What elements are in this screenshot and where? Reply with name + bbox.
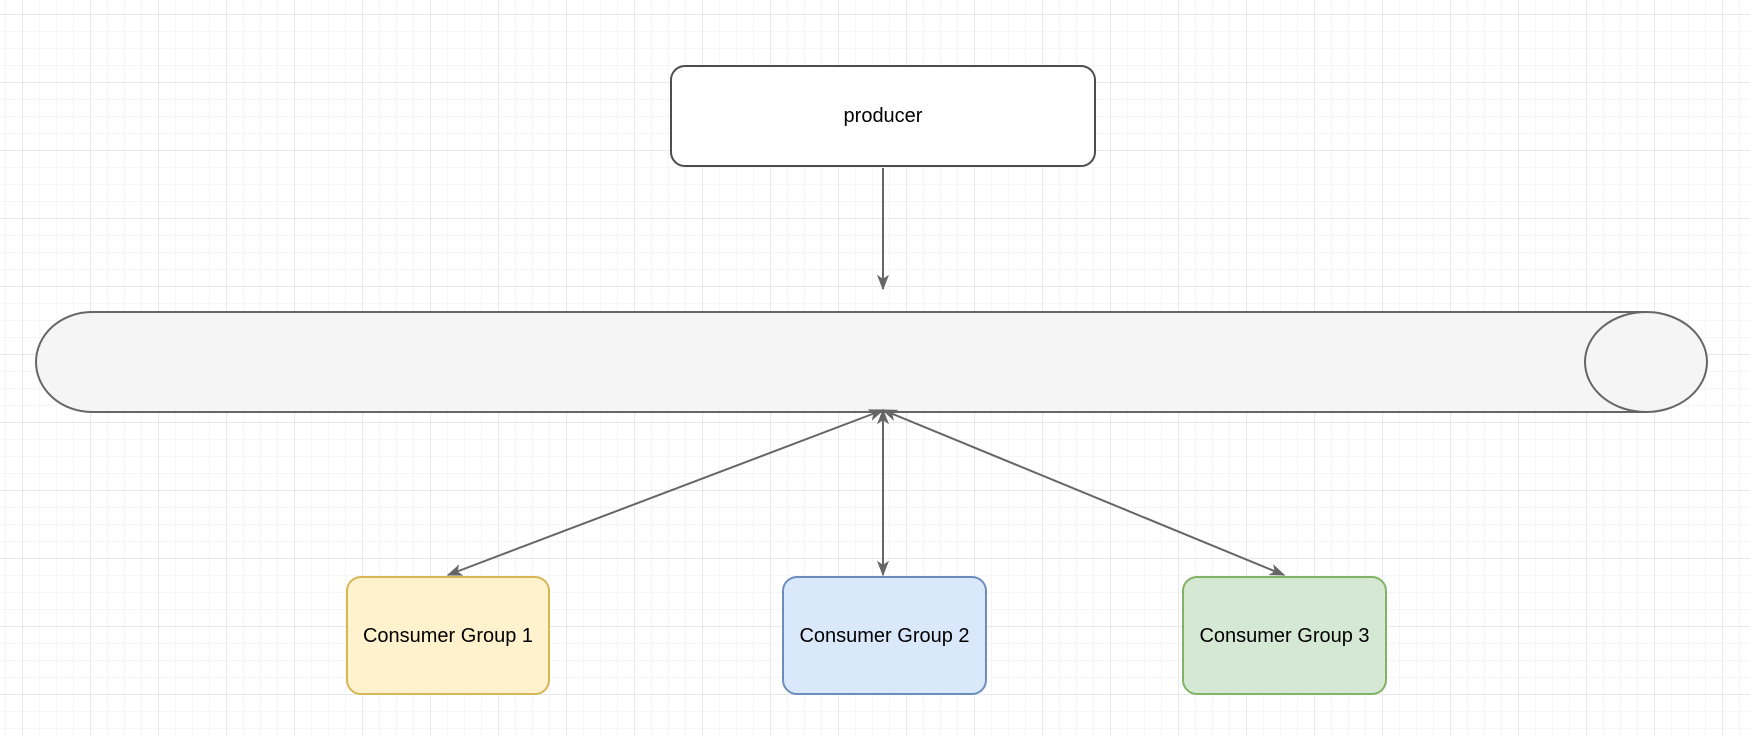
node-producer-label: producer xyxy=(843,105,923,127)
node-consumer-group-2-label: Consumer Group 2 xyxy=(799,624,970,647)
node-consumer-group-1[interactable]: Consumer Group 1 xyxy=(346,576,550,695)
edge-topic-to-consumer-group-1[interactable] xyxy=(448,409,883,576)
node-consumer-group-2[interactable]: Consumer Group 2 xyxy=(782,576,987,695)
node-consumer-group-3-label: Consumer Group 3 xyxy=(1199,624,1370,647)
node-consumer-group-3[interactable]: Consumer Group 3 xyxy=(1182,576,1387,695)
node-topic-cylinder[interactable] xyxy=(35,311,1708,413)
node-consumer-group-1-label: Consumer Group 1 xyxy=(362,624,534,647)
edge-topic-to-consumer-group-3[interactable] xyxy=(883,409,1284,576)
node-producer[interactable]: producer xyxy=(670,65,1096,167)
topic-cylinder-end-cap[interactable] xyxy=(1584,311,1708,413)
topic-cylinder-body[interactable] xyxy=(35,311,1647,413)
